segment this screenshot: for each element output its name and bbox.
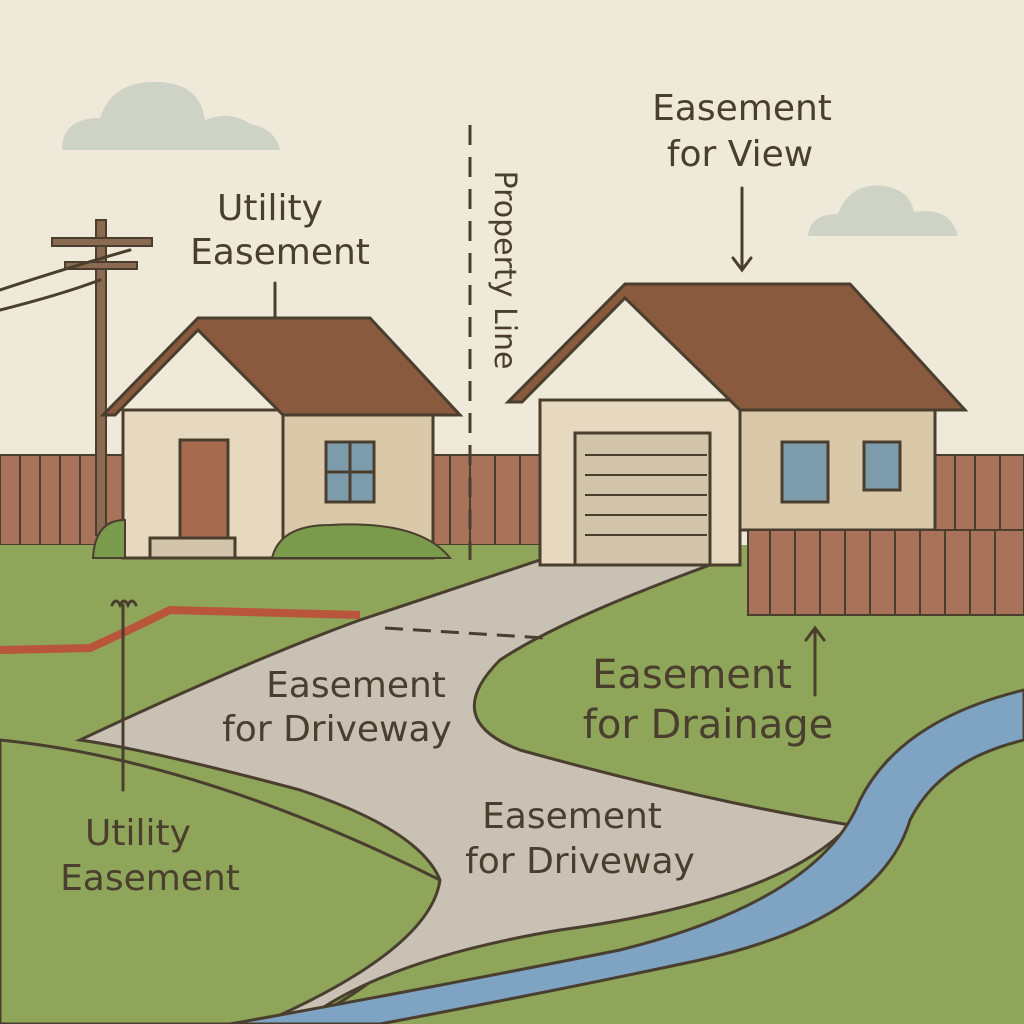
- underground-utility-line: [0, 605, 361, 654]
- label-easement-drainage-2: for Drainage: [583, 702, 833, 748]
- label-easement-driveway-lower-2: for Driveway: [465, 841, 695, 882]
- label-easement-driveway-upper-1: Easement: [266, 665, 446, 706]
- label-easement-driveway-upper-2: for Driveway: [222, 709, 452, 750]
- label-utility-easement-bottom-2: Easement: [60, 858, 240, 899]
- front-fence: [747, 529, 1024, 616]
- label-property-line: Property Line: [487, 171, 522, 370]
- label-easement-drainage-1: Easement: [592, 652, 792, 698]
- label-easement-view-1: Easement: [652, 88, 832, 129]
- right-house: [504, 282, 969, 567]
- label-utility-easement-top-2: Easement: [190, 232, 370, 273]
- label-easement-view-2: for View: [667, 134, 813, 175]
- cloud-icon: [808, 185, 958, 236]
- utility-pole: [0, 219, 153, 536]
- label-utility-easement-bottom-1: Utility: [85, 813, 191, 854]
- cloud-icon: [62, 81, 280, 150]
- label-utility-easement-top-1: Utility: [217, 188, 323, 229]
- label-easement-driveway-lower-1: Easement: [482, 796, 662, 837]
